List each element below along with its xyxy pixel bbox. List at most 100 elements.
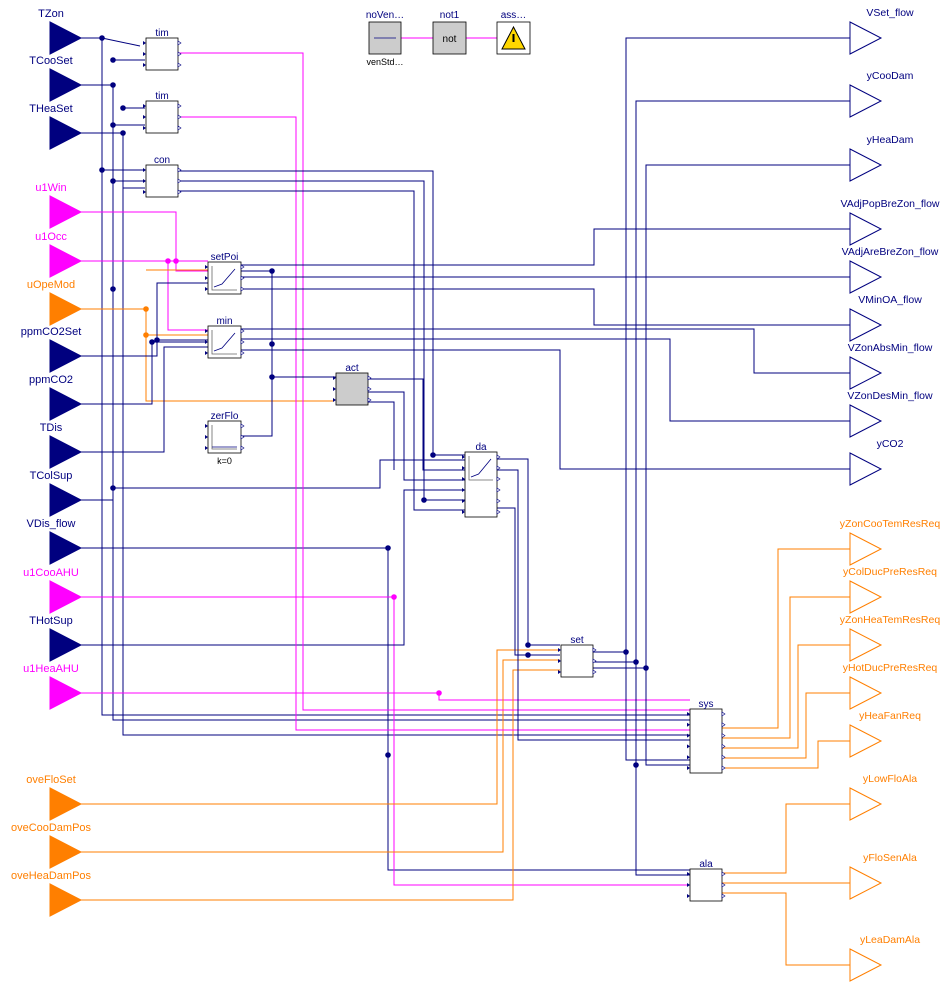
junction-dot <box>110 82 116 88</box>
output-port-yColDucPreResReq[interactable]: yColDucPreResReq <box>843 566 937 614</box>
wire <box>592 37 850 653</box>
input-port-oveFloSet[interactable]: oveFloSet <box>26 774 83 821</box>
wire <box>592 164 850 669</box>
output-port-VZonAbsMin_flow[interactable]: VZonAbsMin_flow <box>848 342 933 390</box>
setpoint-curve-icon <box>207 261 242 295</box>
input-port-u1CooAHU[interactable]: u1CooAHU <box>23 567 83 614</box>
block-set[interactable]: set <box>558 635 597 678</box>
block-ala[interactable]: ala <box>687 859 726 902</box>
output-port-yZonHeaTemResReq[interactable]: yZonHeaTemResReq <box>840 614 941 662</box>
axes-icon <box>468 456 493 481</box>
input-port-label: u1Win <box>35 182 66 194</box>
wire <box>625 652 690 761</box>
input-connector <box>462 510 465 514</box>
not-gate-icon <box>432 21 467 55</box>
input-connector <box>143 52 146 56</box>
input-connector <box>205 287 208 291</box>
wire <box>368 378 467 471</box>
connection-wires <box>81 37 850 966</box>
input-port-ppmCO2[interactable]: ppmCO2 <box>29 374 83 421</box>
output-port-VAdjAreBreZon_flow[interactable]: VAdjAreBreZon_flow <box>842 246 939 294</box>
output-port-yHeaFanReq[interactable]: yHeaFanReq <box>849 710 921 758</box>
output-port-label: yZonHeaTemResReq <box>840 614 941 626</box>
block-act[interactable]: act <box>333 363 372 406</box>
input-connector <box>687 872 690 876</box>
block-con[interactable]: con <box>143 155 182 198</box>
output-port-yHeaDam[interactable]: yHeaDam <box>849 134 914 182</box>
block-setPoi[interactable]: setPoi <box>205 252 245 295</box>
top-block-ass…[interactable]: ass… <box>496 10 531 55</box>
output-triangle-icon <box>849 787 883 821</box>
output-connector <box>721 871 726 877</box>
input-port-u1HeaAHU[interactable]: u1HeaAHU <box>23 663 83 710</box>
output-port-VSet_flow[interactable]: VSet_flow <box>849 7 914 55</box>
junction-dot <box>269 374 275 380</box>
block-da[interactable]: da <box>462 442 501 518</box>
input-port-TColSup[interactable]: TColSup <box>30 470 83 517</box>
input-connector <box>462 477 465 481</box>
output-port-label: VZonDesMin_flow <box>847 390 933 402</box>
block-min[interactable]: min <box>205 316 245 359</box>
output-port-label: VZonAbsMin_flow <box>848 342 933 354</box>
input-connector <box>687 766 690 770</box>
input-connector <box>205 351 208 355</box>
input-port-THeaSet[interactable]: THeaSet <box>29 103 83 150</box>
output-port-yCO2[interactable]: yCO2 <box>849 438 904 486</box>
output-port-yLeaDamAla[interactable]: yLeaDamAla <box>849 934 920 982</box>
top-block-noVen…[interactable]: noVen…venStd… <box>366 10 404 67</box>
input-port-TDis[interactable]: TDis <box>40 422 83 469</box>
input-port-uOpeMod[interactable]: uOpeMod <box>27 279 83 326</box>
input-port-oveHeaDamPos[interactable]: oveHeaDamPos <box>11 870 92 917</box>
output-port-VZonDesMin_flow[interactable]: VZonDesMin_flow <box>847 390 933 438</box>
output-connector <box>240 275 245 281</box>
output-triangle-icon <box>849 260 883 294</box>
block-name: tim <box>155 91 168 102</box>
wire <box>81 489 467 646</box>
output-port-yZonCooTemResReq[interactable]: yZonCooTemResReq <box>840 518 941 566</box>
output-port-VAdjPopBreZon_flow[interactable]: VAdjPopBreZon_flow <box>840 198 940 246</box>
output-port-VMinOA_flow[interactable]: VMinOA_flow <box>849 294 922 342</box>
junction-dot <box>633 659 639 665</box>
input-port-label: THotSup <box>29 615 72 627</box>
output-connector <box>496 476 501 482</box>
input-port-TZon[interactable]: TZon <box>38 8 83 55</box>
output-port-yCooDam[interactable]: yCooDam <box>849 70 914 118</box>
input-port-label: u1CooAHU <box>23 567 79 579</box>
input-port-oveCooDamPos[interactable]: oveCooDamPos <box>11 822 92 869</box>
wire <box>368 401 395 470</box>
input-port-u1Win[interactable]: u1Win <box>35 182 83 229</box>
output-triangle-icon <box>849 676 883 710</box>
wire <box>81 341 208 405</box>
output-port-yFloSenAla[interactable]: yFloSenAla <box>849 852 917 900</box>
input-connector <box>687 883 690 887</box>
wire <box>81 84 690 721</box>
output-port-yLowFloAla[interactable]: yLowFloAla <box>849 773 917 821</box>
output-port-label: VSet_flow <box>866 7 914 19</box>
wire <box>81 669 560 901</box>
block-tim[interactable]: tim <box>143 28 182 71</box>
output-connector <box>240 286 245 292</box>
output-port-yHotDucPreResReq[interactable]: yHotDucPreResReq <box>843 662 938 710</box>
input-port-u1Occ[interactable]: u1Occ <box>35 231 83 278</box>
input-connector <box>558 659 561 663</box>
input-port-VDis_flow[interactable]: VDis_flow <box>27 518 83 565</box>
input-connector <box>687 712 690 716</box>
output-port-label: yLowFloAla <box>863 773 917 785</box>
constant-icon <box>207 420 242 454</box>
block-sys[interactable]: sys <box>687 699 726 774</box>
junction-dot <box>99 167 105 173</box>
block-name: con <box>154 155 170 166</box>
input-port-ppmCO2Set[interactable]: ppmCO2Set <box>21 326 83 373</box>
input-connector <box>143 179 146 183</box>
output-connector <box>177 114 182 120</box>
input-triangle-icon <box>49 883 83 917</box>
output-triangle-icon <box>849 148 883 182</box>
input-port-TCooSet[interactable]: TCooSet <box>29 55 83 102</box>
output-connector <box>721 743 726 749</box>
block-tim[interactable]: tim <box>143 91 182 134</box>
input-connector <box>205 329 208 333</box>
curve-icon <box>470 458 492 478</box>
input-port-THotSup[interactable]: THotSup <box>29 615 83 662</box>
